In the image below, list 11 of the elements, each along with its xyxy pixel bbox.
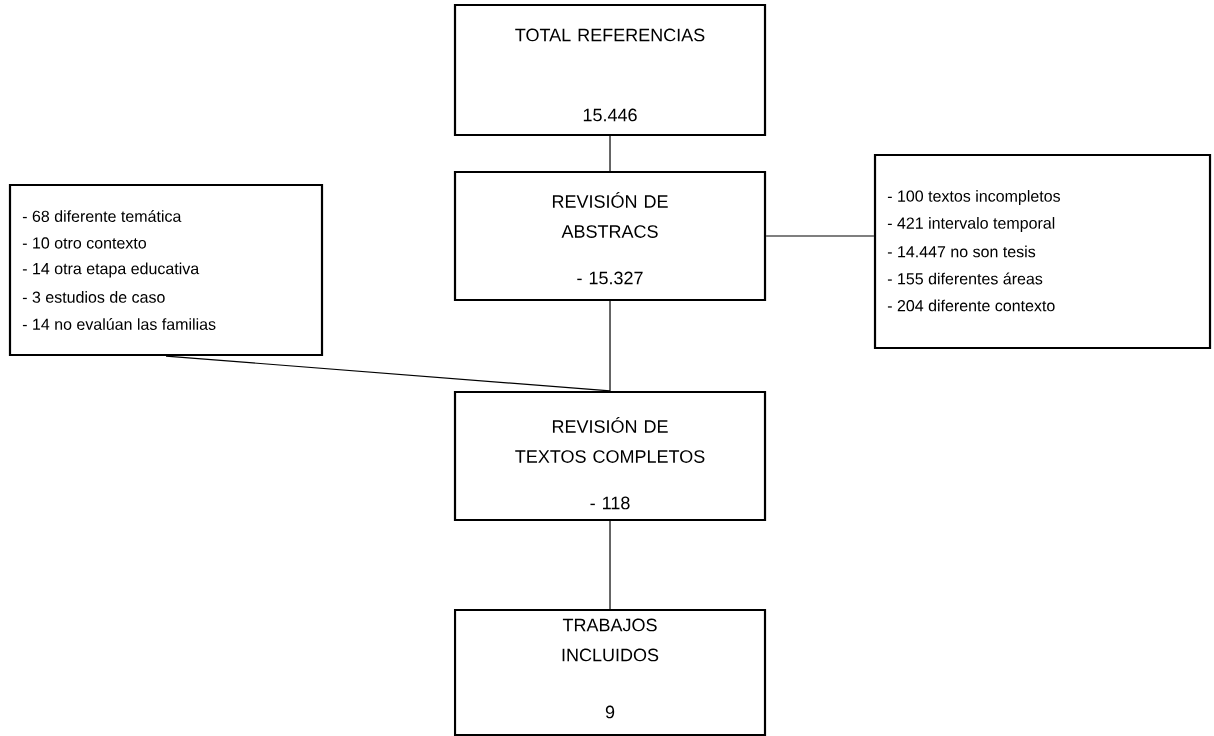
connector-line: [609, 520, 611, 610]
process-box: - 68 diferente temática - 10 otro contexto - 14 otra etapa educativa - 3 estudios de caso - 14 no evalúan las familias: [8, 183, 324, 357]
connector-line: [609, 135, 611, 172]
process-box: REVISIÓN DE ABSTRACS - 15.327: [453, 170, 767, 302]
process-box: - 100 textos incompletos - 421 intervalo temporal - 14.447 no son tesis - 155 diferentes áreas - 204 diferente contexto: [873, 153, 1212, 350]
connector-line: [609, 300, 611, 392]
connector-line: [765, 235, 875, 237]
process-box: TOTAL REFERENCIAS 15.446: [453, 3, 767, 137]
process-box: REVISIÓN DE TEXTOS COMPLETOS - 118: [453, 390, 767, 522]
process-box: TRABAJOS INCLUIDOS 9: [453, 608, 767, 736]
connector-line: [165, 355, 611, 392]
